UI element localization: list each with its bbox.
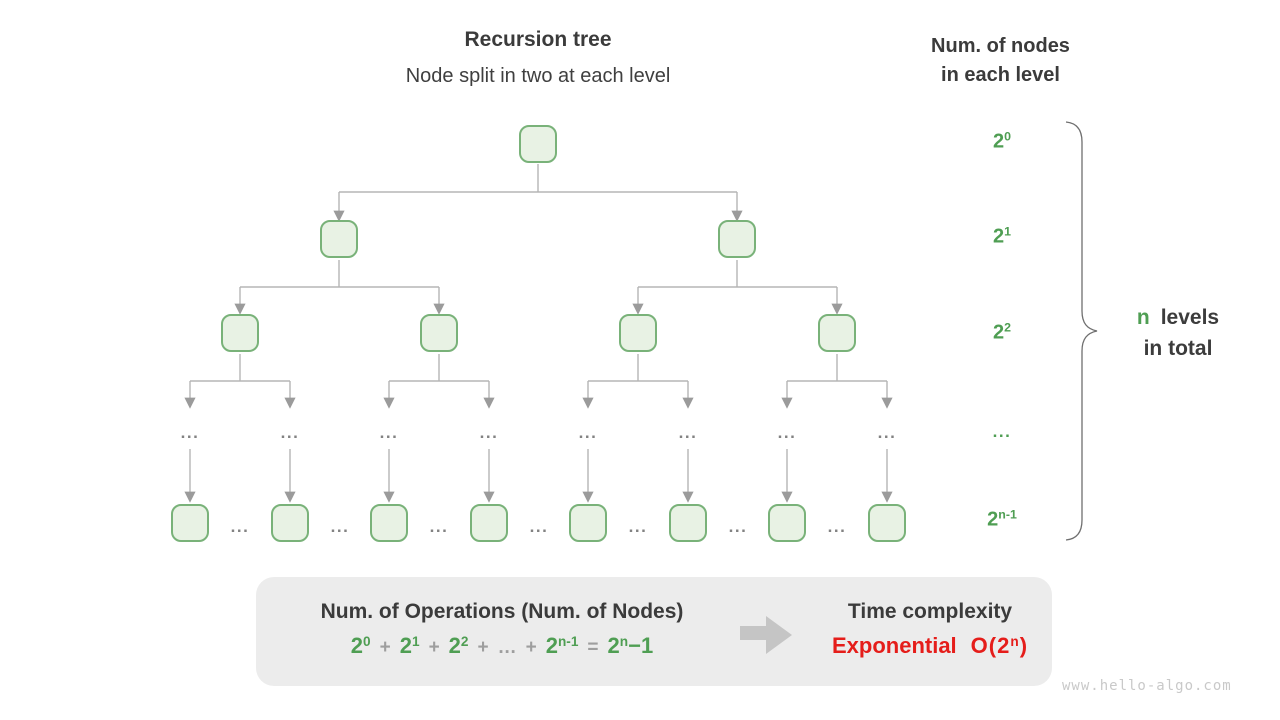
formula-operator: + <box>525 637 537 658</box>
tree-node <box>619 314 657 352</box>
tree-node <box>221 314 259 352</box>
complexity-word: Exponential <box>831 633 957 658</box>
tree-ellipsis: ... <box>628 517 648 536</box>
level-count-label: 2n-1 <box>987 507 1017 531</box>
n-variable: n <box>1136 306 1150 329</box>
formula-term: 21 <box>399 633 420 658</box>
tree-ellipsis: ... <box>529 517 549 536</box>
levels-total-line2: in total <box>1143 337 1213 360</box>
tree-ellipsis: ... <box>827 517 847 536</box>
formula-ellipsis: … <box>497 637 517 658</box>
tree-node <box>768 504 806 542</box>
level-count-label: 21 <box>992 224 1012 248</box>
level-count-label: 20 <box>992 129 1012 153</box>
tree-node <box>569 504 607 542</box>
complexity-value: Exponential O(2n) <box>805 633 1055 659</box>
tree-ellipsis: ... <box>379 423 399 442</box>
figure-subtitle: Node split in two at each level <box>405 65 671 87</box>
formula-result: 2n−1 <box>607 633 654 658</box>
tree-node <box>669 504 707 542</box>
watermark: www.hello-algo.com <box>1062 678 1232 694</box>
big-o-notation: O(2n) <box>970 633 1029 658</box>
level-count-label: 22 <box>992 320 1012 344</box>
tree-ellipsis: ... <box>479 423 499 442</box>
tree-node <box>370 504 408 542</box>
formula-term: 22 <box>448 633 469 658</box>
right-column-header-line1: Num. of nodes <box>931 35 1070 57</box>
time-complexity-title: Time complexity <box>847 600 1013 623</box>
formula-operator: = <box>587 637 599 658</box>
formula-term: 20 <box>350 633 371 658</box>
right-column-header: Num. of nodes in each level <box>898 32 1103 90</box>
tree-node <box>271 504 309 542</box>
formula-operator: + <box>477 637 489 658</box>
tree-ellipsis: ... <box>728 517 748 536</box>
tree-ellipsis: ... <box>877 423 897 442</box>
tree-ellipsis: ... <box>180 423 200 442</box>
tree-node <box>470 504 508 542</box>
tree-node <box>868 504 906 542</box>
tree-node <box>818 314 856 352</box>
tree-ellipsis: ... <box>330 517 350 536</box>
formula-operator: + <box>379 637 391 658</box>
operations-title: Num. of Operations (Num. of Nodes) <box>320 600 684 623</box>
tree-ellipsis: ... <box>429 517 449 536</box>
tree-ellipsis: ... <box>230 517 250 536</box>
level-count-ellipsis: ... <box>992 422 1012 441</box>
implies-arrow-icon <box>740 616 792 654</box>
tree-node <box>320 220 358 258</box>
tree-ellipsis: ... <box>777 423 797 442</box>
operations-formula: 20 + 21 + 22 + … + 2n-1 = 2n−1 <box>277 633 727 659</box>
tree-node <box>420 314 458 352</box>
tree-node <box>519 125 557 163</box>
summary-box <box>256 577 1052 686</box>
figure-title: Recursion tree <box>464 28 612 51</box>
tree-node <box>718 220 756 258</box>
tree-ellipsis: ... <box>280 423 300 442</box>
tree-node <box>171 504 209 542</box>
formula-operator: + <box>428 637 440 658</box>
tree-ellipsis: ... <box>678 423 698 442</box>
right-column-header-line2: in each level <box>941 64 1060 86</box>
formula-term: 2n-1 <box>545 633 579 658</box>
tree-ellipsis: ... <box>578 423 598 442</box>
